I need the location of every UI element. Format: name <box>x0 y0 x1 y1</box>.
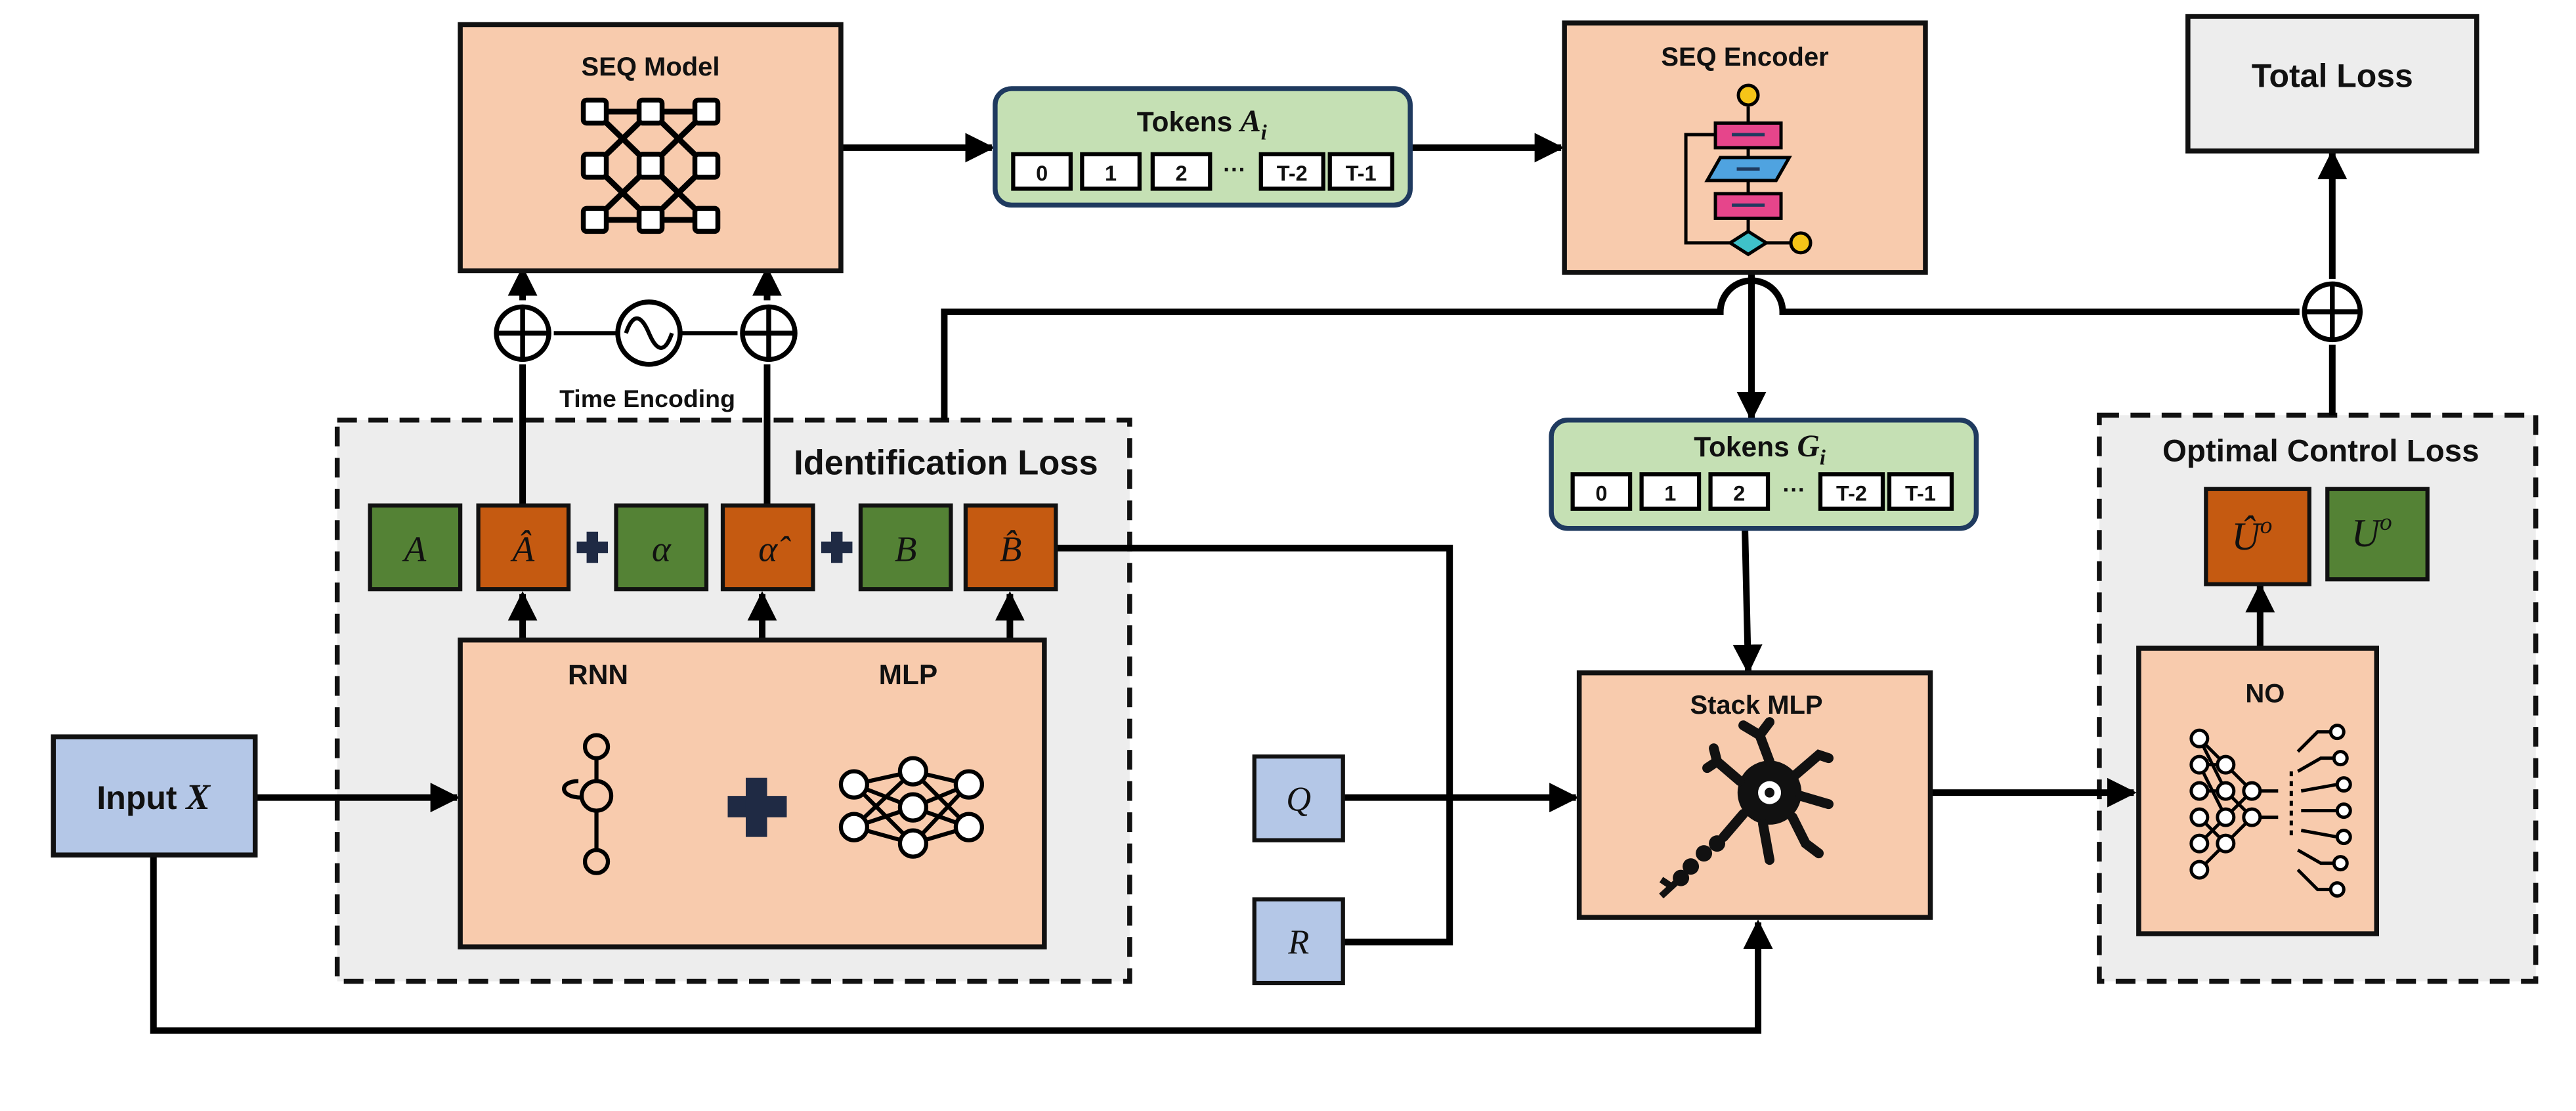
input-x-label: Input X <box>97 777 211 817</box>
plus-icon <box>821 531 853 563</box>
token-cell-label: 2 <box>1733 481 1745 505</box>
seq-model-title: SEQ Model <box>582 53 720 81</box>
flowchart-icon <box>1684 83 1813 257</box>
token-ellipsis: ··· <box>1223 157 1246 183</box>
tokens-g-title: Tokens Gi <box>1694 429 1826 469</box>
param-a-hat-box <box>476 503 571 592</box>
token-cell <box>1639 472 1702 511</box>
token-cell-label: 2 <box>1176 162 1188 185</box>
param-b-label: B <box>895 529 917 569</box>
input-x-box <box>51 734 258 858</box>
time-encoding-label: Time Encoding <box>559 385 735 412</box>
total-loss-box <box>2185 14 2479 154</box>
connectors <box>150 133 2348 1034</box>
token-cell-label: T-2 <box>1836 481 1867 505</box>
param-a-hat-label: Â <box>511 529 535 569</box>
total-loss-title: Total Loss <box>2252 57 2413 94</box>
param-b-hat-box <box>963 503 1058 592</box>
r-label: R <box>1287 923 1309 961</box>
rnn-label: RNN <box>568 660 628 691</box>
param-u-hat-box <box>2204 487 2311 586</box>
q-label: Q <box>1286 781 1311 819</box>
r-box <box>1252 897 1345 986</box>
token-cell-label: 0 <box>1595 481 1607 505</box>
param-b-hat-label: B̂ <box>1000 529 1022 569</box>
plus-icon <box>727 777 787 837</box>
plus-icon <box>576 531 609 563</box>
param-u-box <box>2325 487 2430 582</box>
circuit-chip-icon <box>2189 724 2352 898</box>
identification-loss-label: Identification Loss <box>794 443 1098 482</box>
token-cell <box>1150 152 1213 191</box>
token-cell <box>1080 152 1142 191</box>
token-cell <box>1258 152 1325 191</box>
token-cell <box>1011 152 1073 191</box>
stack-mlp-title: Stack MLP <box>1690 691 1822 720</box>
token-cell <box>1818 472 1885 511</box>
param-a-box <box>368 503 463 592</box>
token-cell-label: T-1 <box>1905 481 1936 505</box>
token-ellipsis: ··· <box>1783 477 1806 502</box>
mlp-label: MLP <box>879 660 938 691</box>
seq-encoder-title: SEQ Encoder <box>1661 43 1828 72</box>
tokens-g-cells: 0 1 2 ··· T-2 T-1 <box>1570 472 1954 511</box>
q-box <box>1252 754 1345 842</box>
no-title: NO <box>2245 680 2285 708</box>
param-alpha-box <box>614 503 709 592</box>
param-b-box <box>858 503 953 592</box>
sine-wave-icon <box>615 299 683 367</box>
token-cell <box>1327 152 1394 191</box>
token-cell-label: T-2 <box>1277 162 1308 185</box>
sum-node-right <box>740 304 798 362</box>
param-alpha-hat-box <box>720 503 815 592</box>
token-cell <box>1708 472 1771 511</box>
neuron-icon <box>1659 717 1834 899</box>
recurrent-node-icon <box>562 733 614 875</box>
token-cell-label: 1 <box>1664 481 1676 505</box>
param-alpha-label: α <box>652 529 672 569</box>
token-cell <box>1887 472 1954 511</box>
optimal-control-loss-label: Optimal Control Loss <box>2162 433 2479 468</box>
param-a-label: A <box>402 529 427 569</box>
param-u-label: Uo <box>2351 509 2392 555</box>
sum-node-total <box>2302 281 2363 343</box>
sum-node-left <box>494 304 551 362</box>
tokens-a-cells: 0 1 2 ··· T-2 T-1 <box>1011 152 1394 191</box>
param-u-hat-label: Ûo <box>2231 512 2272 558</box>
token-cell-label: 1 <box>1105 162 1117 185</box>
network-graph-icon <box>580 97 721 234</box>
tokens-a-title: Tokens Ai <box>1137 104 1267 144</box>
token-cell <box>1570 472 1633 511</box>
token-cell-label: 0 <box>1036 162 1048 185</box>
neural-net-icon <box>838 756 985 859</box>
token-cell-label: T-1 <box>1346 162 1377 185</box>
